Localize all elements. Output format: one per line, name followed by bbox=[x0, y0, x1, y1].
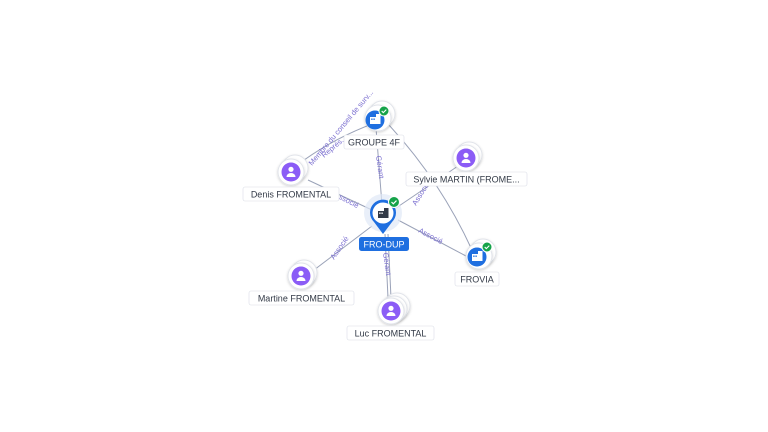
edge-martine-center bbox=[313, 225, 373, 271]
person-icon bbox=[296, 270, 306, 281]
person-label: Sylvie MARTIN (FROME... bbox=[413, 175, 519, 185]
building-icon bbox=[378, 208, 389, 218]
company-node-frovia[interactable]: FROVIA bbox=[454, 238, 500, 287]
edge-denis-center bbox=[307, 179, 373, 211]
edge-label-gerant-luc: Gérant bbox=[381, 252, 393, 277]
center-node-fro-dup[interactable]: FRO-DUP bbox=[359, 194, 409, 251]
center-label-bg bbox=[359, 237, 409, 251]
edge-label-gerant-top: Gérant bbox=[374, 155, 386, 180]
person-node-denis[interactable]: Denis FROMENTAL bbox=[242, 154, 340, 202]
company-label: FROVIA bbox=[460, 275, 494, 285]
person-icon bbox=[461, 152, 471, 163]
person-label: Luc FROMENTAL bbox=[355, 329, 427, 339]
person-icon bbox=[286, 166, 296, 177]
edge-frovia-center bbox=[397, 219, 467, 257]
person-badge bbox=[281, 162, 301, 182]
person-node-martine[interactable]: Martine FROMENTAL bbox=[248, 259, 355, 306]
person-label: Martine FROMENTAL bbox=[258, 294, 345, 304]
person-label: Denis FROMENTAL bbox=[251, 190, 331, 200]
person-node-luc[interactable]: Luc FROMENTAL bbox=[346, 292, 435, 341]
company-node-groupe-4f[interactable]: GROUPE 4F bbox=[343, 100, 405, 150]
company-label: GROUPE 4F bbox=[348, 138, 401, 148]
edge-label-associe-martine: Associé bbox=[328, 234, 350, 261]
person-badge bbox=[456, 148, 476, 168]
verified-icon bbox=[378, 105, 390, 117]
verified-icon bbox=[388, 196, 400, 208]
person-badge bbox=[291, 266, 311, 286]
building-icon bbox=[472, 251, 483, 261]
person-icon bbox=[386, 305, 396, 316]
person-node-sylvie[interactable]: Sylvie MARTIN (FROME... bbox=[405, 141, 528, 187]
building-icon bbox=[370, 114, 381, 124]
edge-label-membre-conseil: Membre du conseil de surv... bbox=[307, 88, 375, 167]
person-badge bbox=[381, 301, 401, 321]
center-label: FRO-DUP bbox=[364, 240, 405, 250]
edge-label-associe-frovia: Associé bbox=[417, 226, 444, 246]
verified-icon bbox=[481, 241, 493, 253]
